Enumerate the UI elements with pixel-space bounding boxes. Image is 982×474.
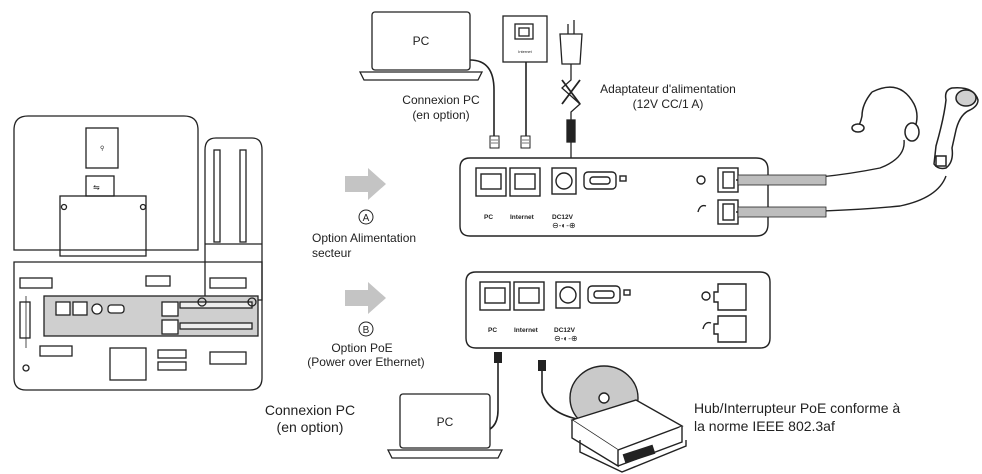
option-a-line1: Option Alimentation (312, 231, 416, 245)
internet-plug-bottom (538, 360, 546, 371)
power-adapter-line2: (12V CC/1 A) (633, 97, 704, 111)
pc-plug-bottom (494, 352, 502, 363)
top-dc-polarity-icon: ⊖-◐-⊕ (552, 221, 576, 230)
pc-plug-top (489, 135, 500, 149)
poe-hub (569, 365, 687, 473)
power-adapter (559, 20, 583, 158)
poe-hub-line2: la norme IEEE 802.3af (694, 418, 835, 434)
poe-hub-line1: Hub/Interrupteur PoE conforme à (694, 400, 900, 416)
base-unit-bottom (465, 271, 771, 349)
bottom-dc-polarity-icon: ⊖-◐-⊕ (554, 334, 578, 343)
option-b-line1: Option PoE (331, 341, 392, 355)
svg-text:⚲: ⚲ (100, 145, 104, 152)
laptop-top: PC (358, 11, 484, 81)
top-port-pc-label: PC (484, 214, 493, 221)
arrow-option-a (345, 168, 386, 200)
bottom-port-internet-label: Internet (514, 327, 539, 334)
option-a-line2: secteur (312, 246, 351, 260)
pc-cable-top (469, 59, 495, 138)
option-b-line2: (Power over Ethernet) (307, 355, 424, 369)
laptop-bottom-label: PC (437, 415, 454, 429)
top-pc-connection-line2: (en option) (412, 108, 469, 122)
bottom-port-pc-label: PC (488, 327, 497, 334)
top-port-internet-label: Internet (510, 214, 535, 221)
internet-jack-label: Internet (518, 49, 532, 54)
top-port-dc-label: DC12V (552, 214, 574, 221)
svg-text:⇋: ⇋ (93, 183, 100, 192)
bottom-port-dc-label: DC12V (554, 327, 576, 334)
option-b-marker (358, 321, 374, 337)
arrow-option-b (345, 282, 386, 314)
handset-icon (933, 87, 979, 170)
internet-plug-top (520, 135, 531, 149)
top-pc-connection-line1: Connexion PC (402, 93, 480, 107)
base-unit-top (459, 157, 769, 237)
power-adapter-line1: Adaptateur d'alimentation (600, 82, 736, 96)
laptop-bottom: PC (386, 393, 504, 459)
option-a-marker-letter: A (363, 213, 370, 224)
headset-icon (851, 86, 920, 142)
bottom-pc-connection-line2: (en option) (277, 419, 344, 435)
laptop-top-label: PC (413, 34, 430, 48)
phone-back-view: ⚲ ⇋ (13, 115, 263, 391)
headset-cable-band (737, 174, 827, 186)
handset-cable-band (737, 206, 827, 218)
option-b-marker-letter: B (363, 325, 370, 336)
internet-wall-jack: Internet (502, 15, 548, 63)
bottom-pc-connection-line1: Connexion PC (265, 402, 355, 418)
option-a-marker (358, 209, 374, 225)
